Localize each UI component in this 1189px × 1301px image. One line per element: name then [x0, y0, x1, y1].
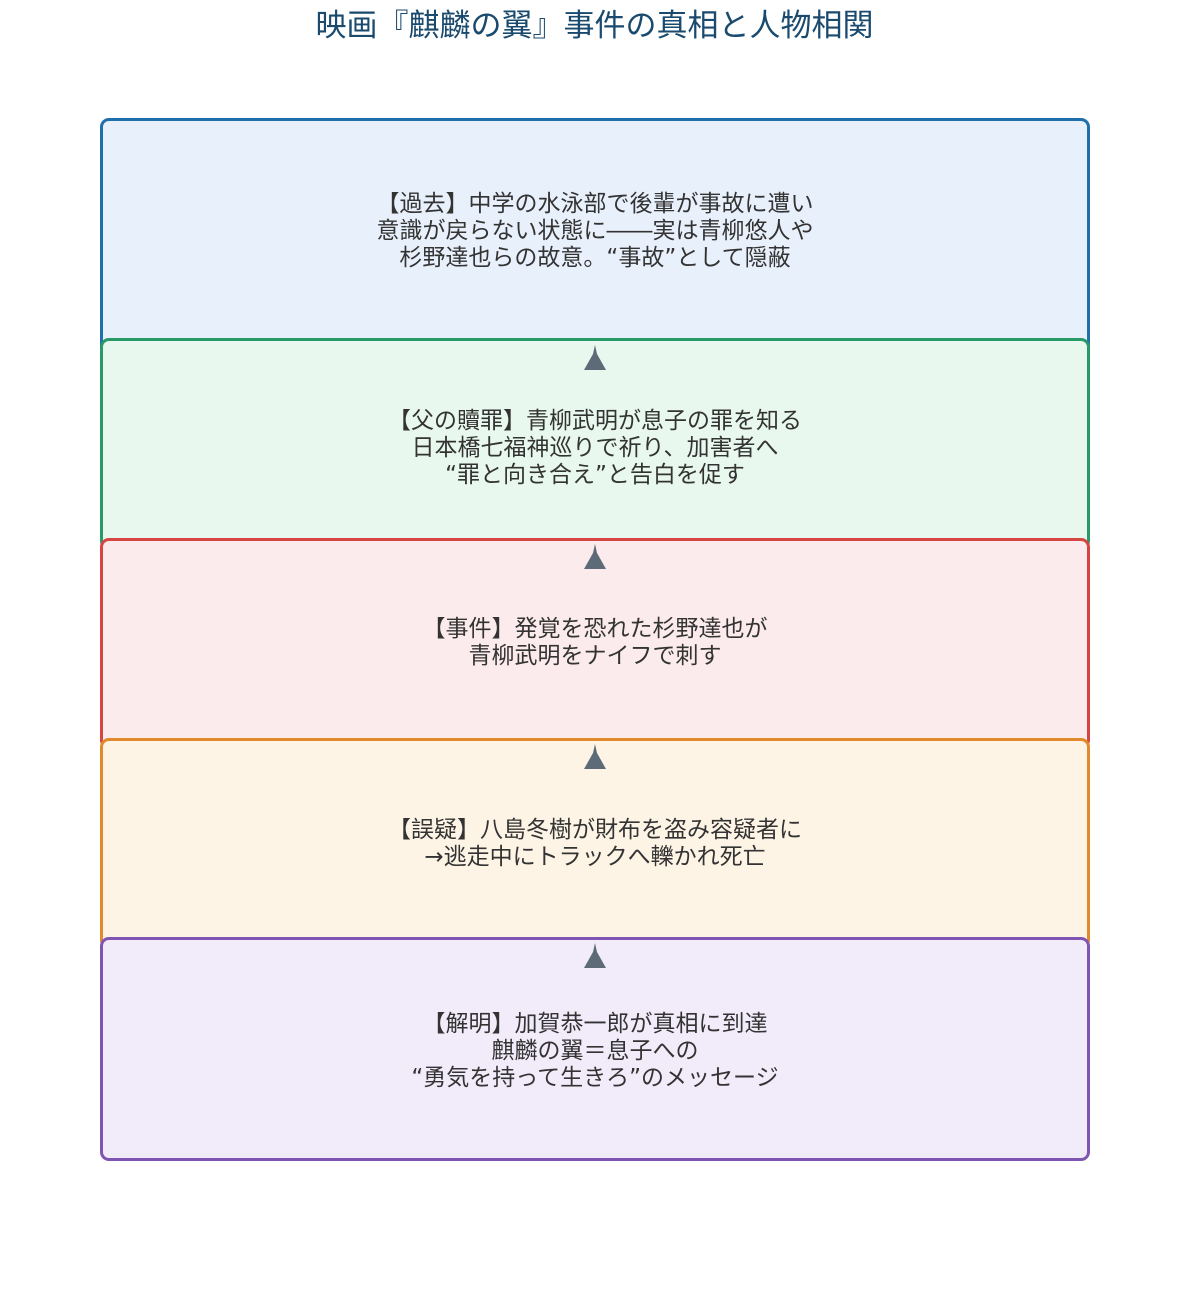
arrow-up-icon: [584, 544, 606, 569]
step-resolution-text: 【解明】加賀恭一郎が真相に到達 麒麟の翼＝息子への “勇気を持って生きろ”のメッ…: [411, 1010, 779, 1091]
step-atonement-text: 【父の贖罪】青柳武明が息子の罪を知る 日本橋七福神巡りで祈り、加害者へ “罪と向…: [388, 407, 802, 488]
step-false-suspicion-text: 【誤疑】八島冬樹が財布を盗み容疑者に →逃走中にトラックへ轢かれ死亡: [388, 817, 802, 870]
arrow-up-icon: [584, 345, 606, 370]
step-false-suspicion-box: 【誤疑】八島冬樹が財布を盗み容疑者に →逃走中にトラックへ轢かれ死亡: [100, 738, 1090, 949]
step-past-text: 【過去】中学の水泳部で後輩が事故に遭い 意識が戻らない状態に――実は青柳悠人や …: [376, 190, 814, 271]
step-past-box: 【過去】中学の水泳部で後輩が事故に遭い 意識が戻らない状態に――実は青柳悠人や …: [100, 118, 1090, 369]
diagram-title: 映画『麒麟の翼』事件の真相と人物相関: [315, 8, 874, 44]
step-resolution-box: 【解明】加賀恭一郎が真相に到達 麒麟の翼＝息子への “勇気を持って生きろ”のメッ…: [100, 937, 1090, 1161]
arrow-up-icon: [584, 744, 606, 769]
step-incident-text: 【事件】発覚を恐れた杉野達也が 青柳武明をナイフで刺す: [422, 616, 768, 669]
step-atonement-box: 【父の贖罪】青柳武明が息子の罪を知る 日本橋七福神巡りで祈り、加害者へ “罪と向…: [100, 338, 1090, 550]
step-incident-box: 【事件】発覚を恐れた杉野達也が 青柳武明をナイフで刺す: [100, 538, 1090, 749]
arrow-up-icon: [584, 943, 606, 968]
